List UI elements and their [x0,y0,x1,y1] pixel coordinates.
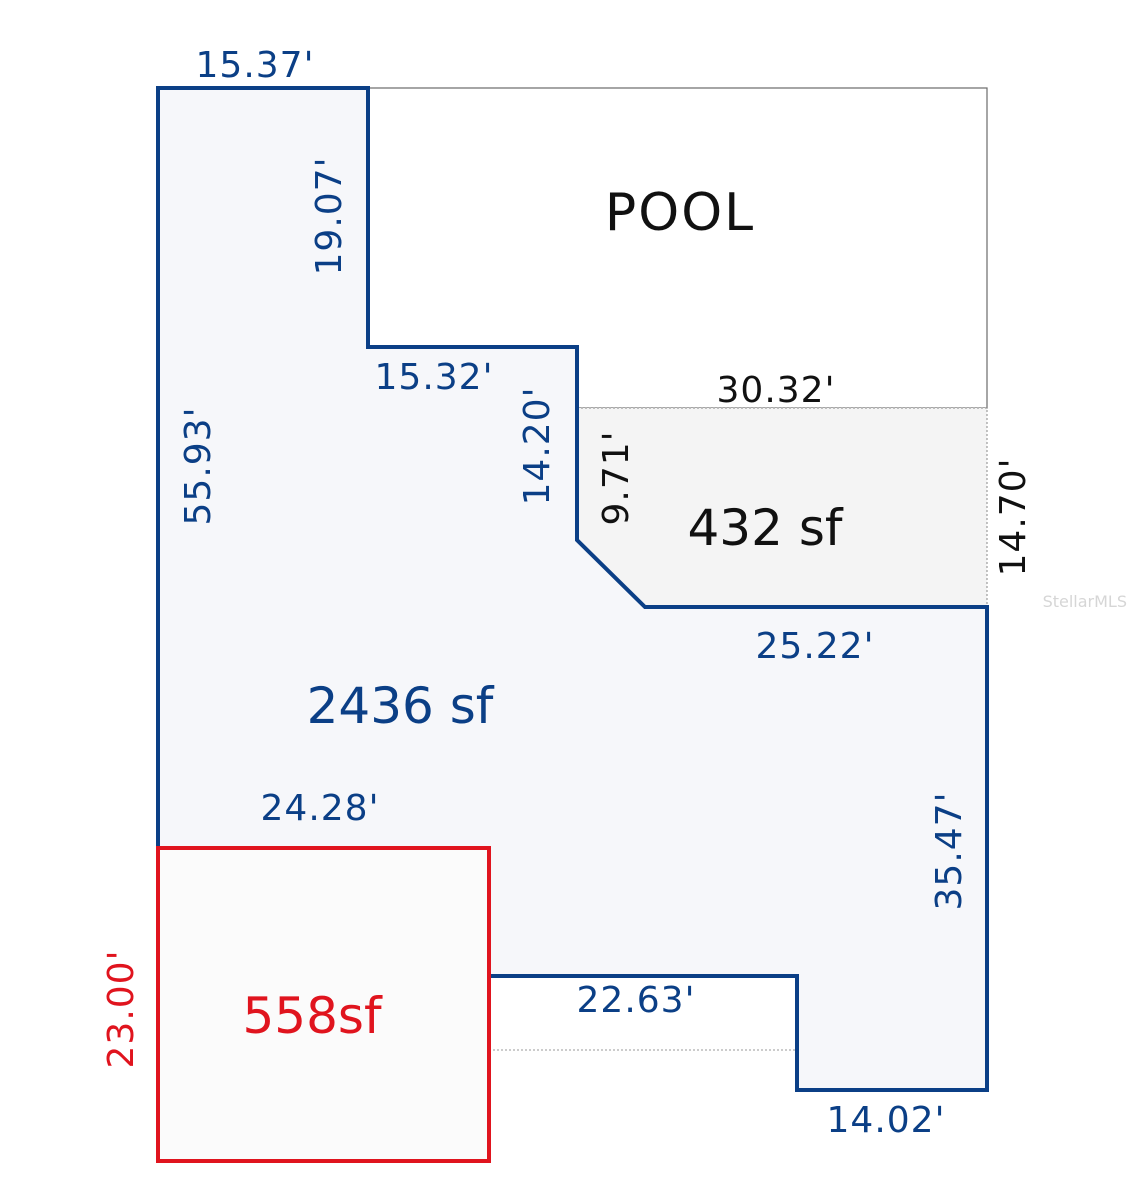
dim-lanai-right: 14.70' [993,458,1034,577]
dim-notch-horizontal: 15.32' [375,357,494,398]
lanai-area-label: 432 sf [688,499,844,557]
garage-outline [156,846,491,1163]
pool-label: POOL [605,183,755,243]
dim-pool-edge: 30.32' [717,370,836,411]
watermark-text: StellarMLS [1043,592,1127,611]
dim-garage-side: 23.00' [101,950,142,1069]
dim-notch-vertical: 19.07' [309,157,350,276]
dim-lanai-bottom: 25.22' [756,626,875,667]
dim-right-side: 35.47' [929,792,970,911]
dim-bottom-step: 22.63' [577,980,696,1021]
dim-garage-top: 24.28' [261,788,380,829]
garage-area-label: 558sf [242,987,382,1045]
main-area-label: 2436 sf [307,677,495,735]
dim-bottom-right: 14.02' [827,1100,946,1141]
dim-lanai-left: 9.71' [596,430,637,525]
dim-left-side: 55.93' [178,407,219,526]
dim-step-vertical: 14.20' [517,387,558,506]
dim-top-left: 15.37' [196,45,315,86]
